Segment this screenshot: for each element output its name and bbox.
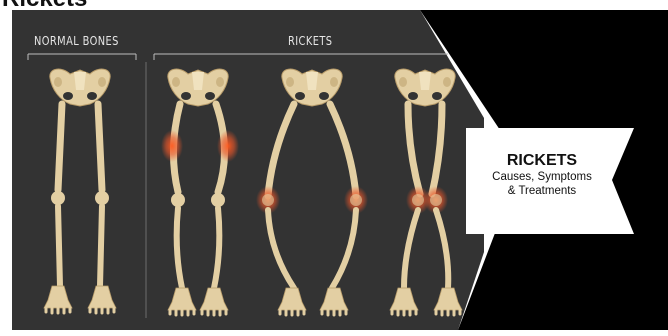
title-card: RICKETS Causes, Symptoms & Treatments — [466, 152, 618, 198]
card-title: RICKETS — [466, 152, 618, 170]
card-subtitle-line1: Causes, Symptoms — [466, 170, 618, 184]
card-subtitle-line2: & Treatments — [466, 184, 618, 198]
rickets-label: RICKETS — [288, 34, 332, 48]
normal-bones-label: NORMAL BONES — [34, 34, 119, 48]
